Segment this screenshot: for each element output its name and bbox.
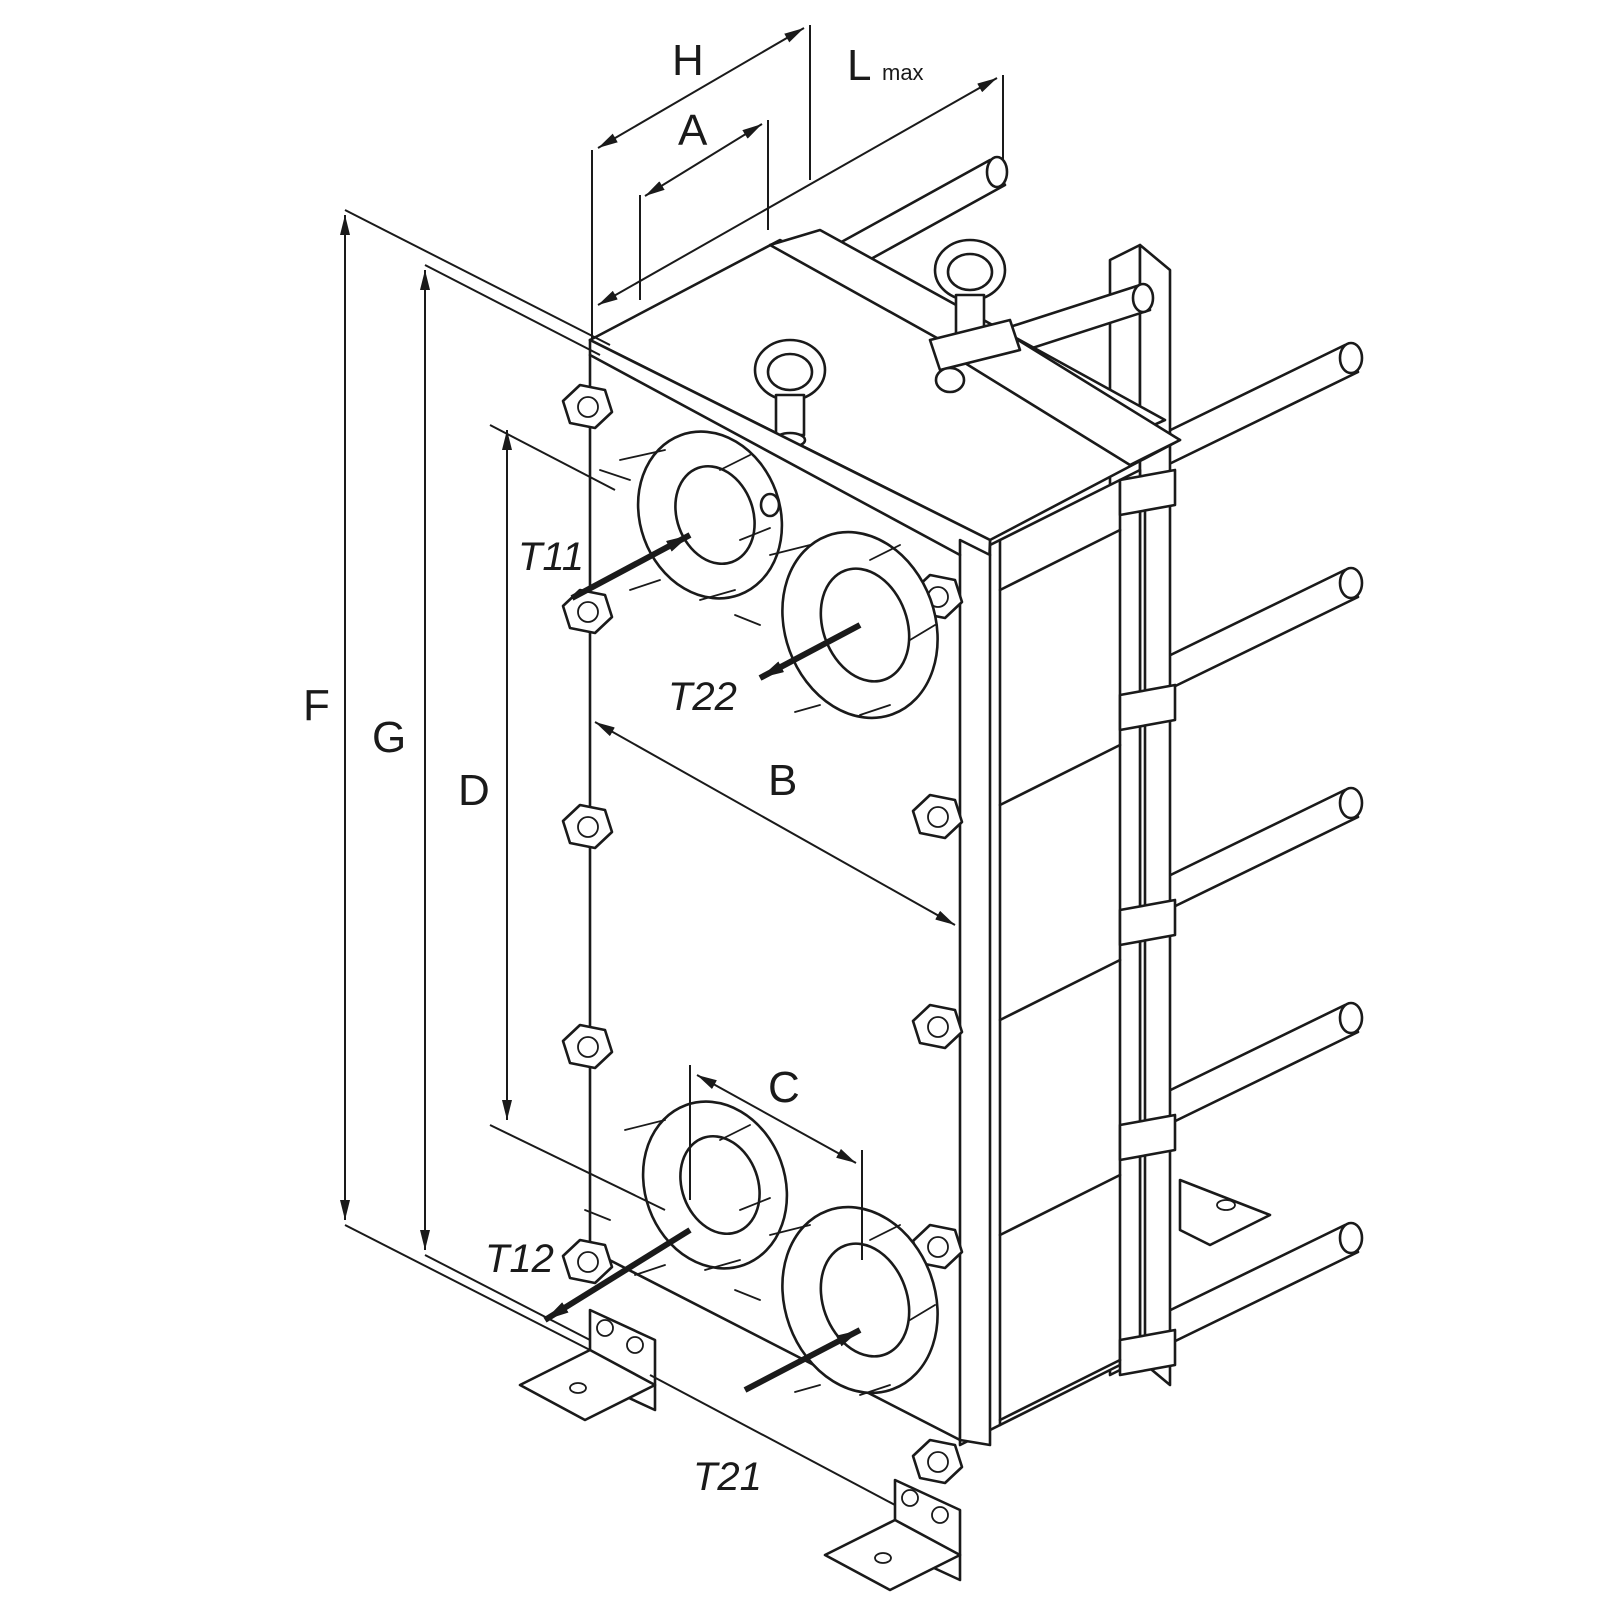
port-flange-t21 <box>734 1205 939 1396</box>
guide-rod-1 <box>1148 341 1364 469</box>
bolt-2 <box>561 588 614 635</box>
bolt-1 <box>561 383 614 430</box>
label-f: F <box>303 681 330 730</box>
guide-rod-4 <box>1148 1001 1364 1129</box>
label-d: D <box>458 766 490 815</box>
t21-leader-line <box>649 1374 896 1506</box>
bolt-8 <box>911 1003 964 1050</box>
label-t21: T21 <box>693 1455 762 1499</box>
label-a: A <box>678 106 708 155</box>
label-c: C <box>768 1063 800 1112</box>
flow-arrow-t22 <box>758 622 862 681</box>
bolt-4 <box>561 1023 614 1070</box>
flow-arrow-t12 <box>543 1227 692 1323</box>
dimension-c-line <box>696 1074 857 1164</box>
labels: H A L max F G D B C T11 T22 T12 T21 <box>303 36 924 1499</box>
dimension-lines <box>340 25 1004 1506</box>
guide-rod-2 <box>1148 566 1364 694</box>
lifting-eye-1 <box>753 338 827 449</box>
plate-pack <box>958 468 1177 1447</box>
label-b: B <box>768 756 797 805</box>
guide-rod-5 <box>1148 1221 1364 1349</box>
label-l-subscript: max <box>882 60 924 85</box>
label-l: L <box>847 41 871 90</box>
flow-arrows <box>543 532 862 1393</box>
label-t12: T12 <box>485 1237 554 1281</box>
foot-right <box>823 1478 962 1592</box>
foot-left <box>518 1308 657 1422</box>
dimension-b-line <box>594 721 956 926</box>
bolt-10 <box>911 1438 964 1485</box>
flow-arrow-t11 <box>570 532 692 601</box>
port-flange-t11 <box>599 430 784 601</box>
bolt-5 <box>561 1238 614 1285</box>
label-t11: T11 <box>518 535 584 579</box>
feet <box>518 1308 962 1592</box>
dimension-lmax-line <box>597 77 998 306</box>
flow-arrow-t21 <box>743 1327 862 1393</box>
guide-rod-3 <box>1148 786 1364 914</box>
label-t22: T22 <box>668 675 737 719</box>
label-g: G <box>372 713 406 762</box>
label-h: H <box>672 36 704 85</box>
